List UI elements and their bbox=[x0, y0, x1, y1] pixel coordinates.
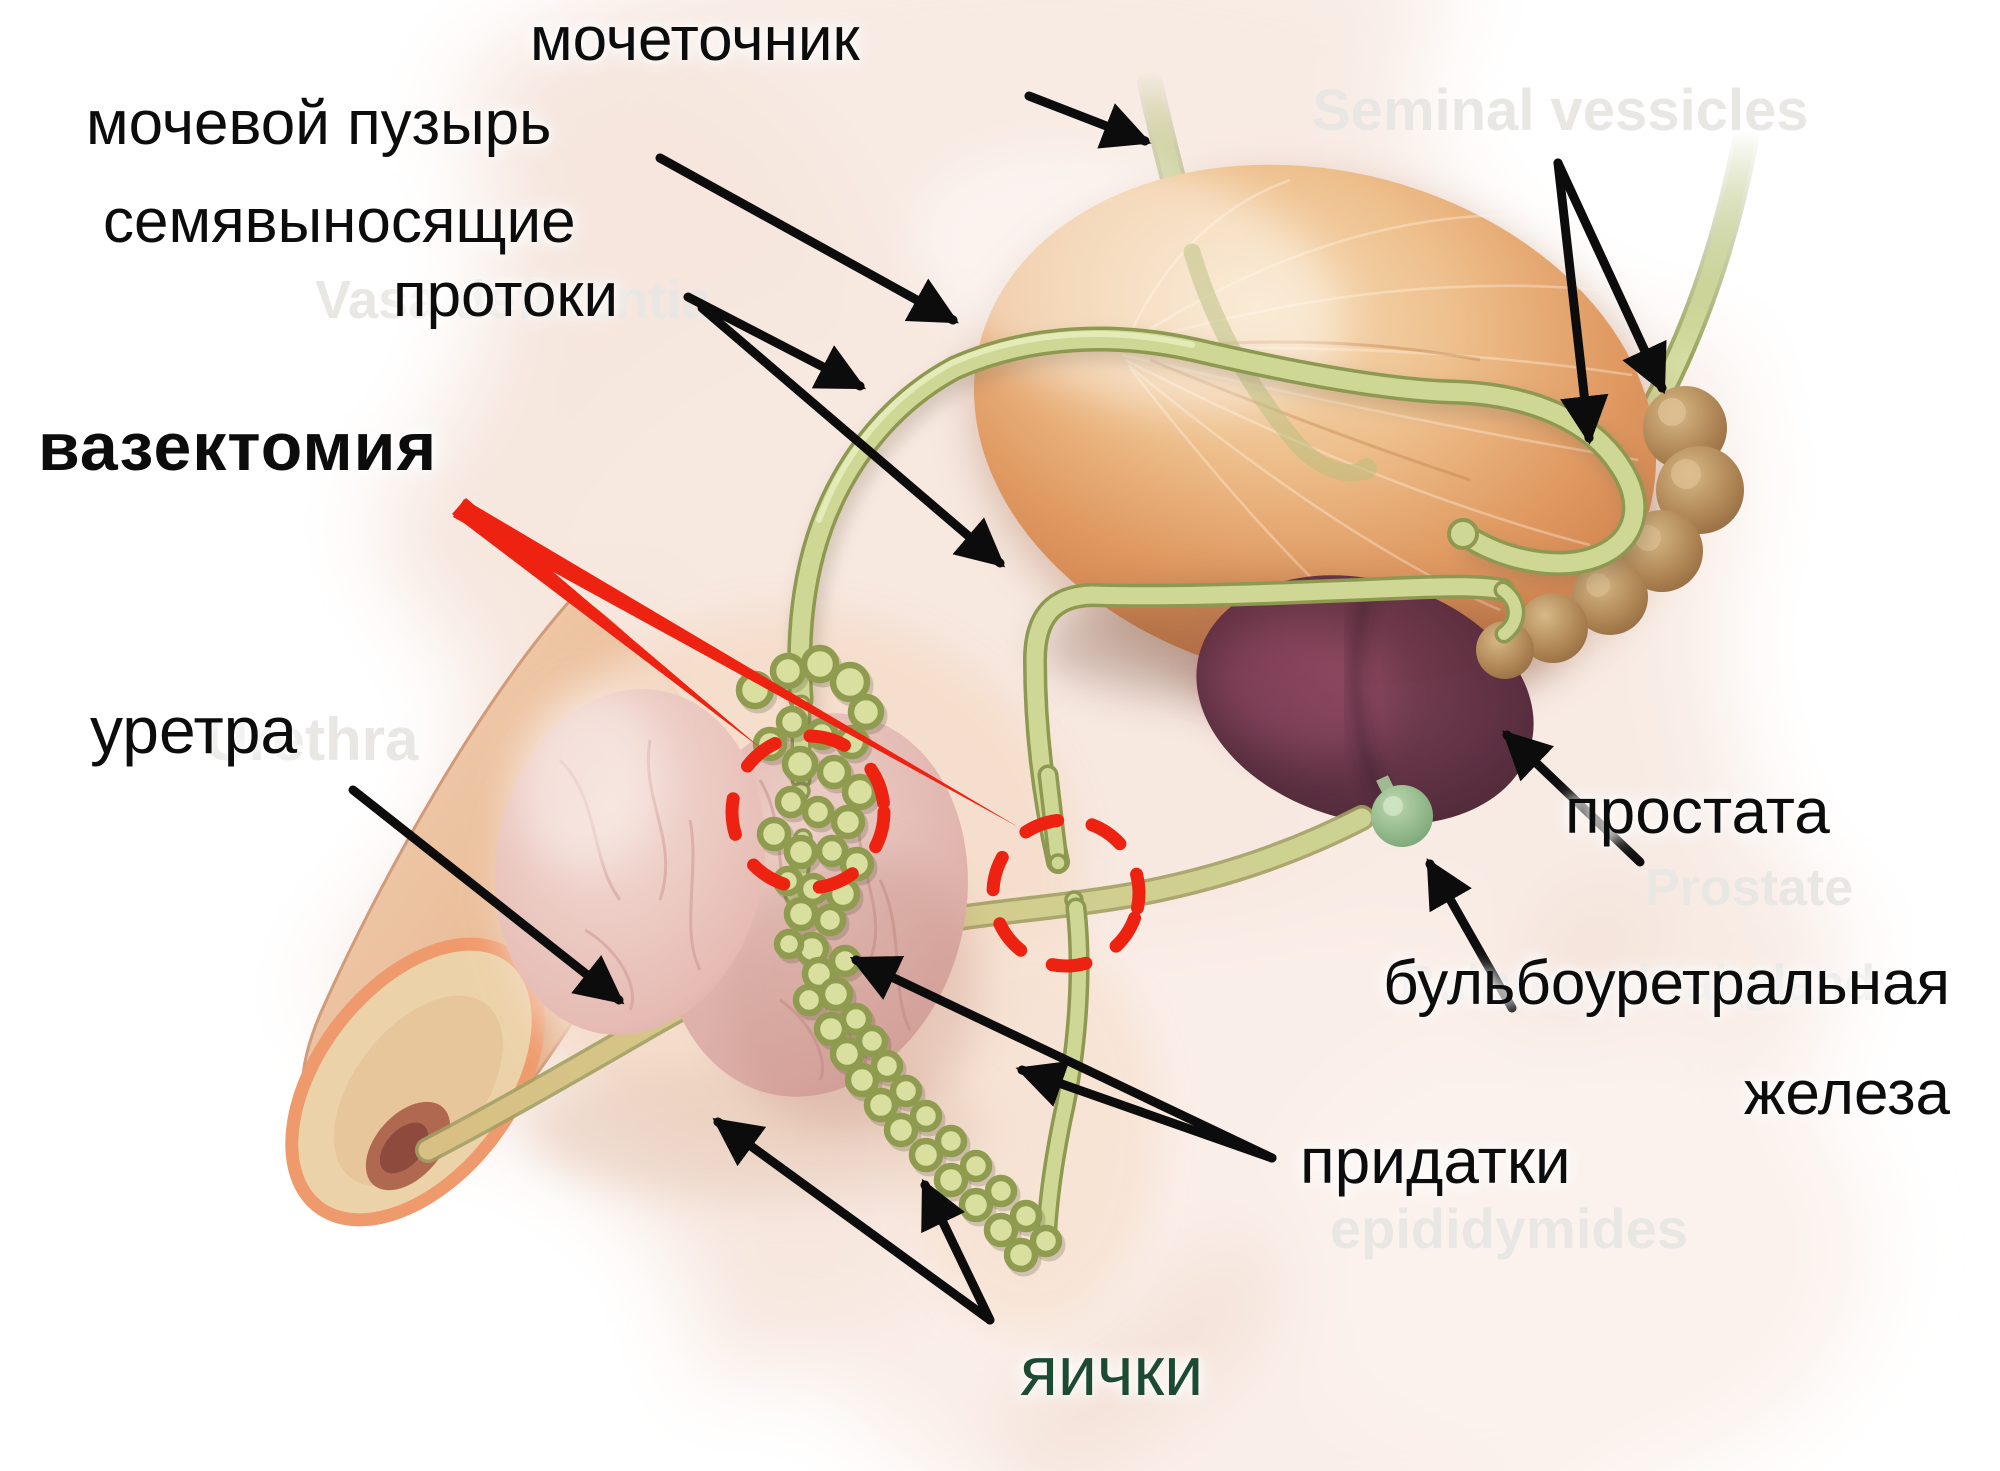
vasectomy-circle-right bbox=[986, 813, 1146, 973]
label-vas-line1: семявыносящие bbox=[103, 187, 576, 256]
label-ureter: мочеточник bbox=[530, 5, 860, 74]
seminal-vesicle-right bbox=[1476, 386, 1744, 679]
vasectomy-pointer-left bbox=[452, 498, 763, 750]
ghost-seminal-vesicles: Seminal vessicles bbox=[1312, 78, 1809, 143]
arrow-ureter bbox=[1024, 91, 1152, 149]
arrow-testicle-2 bbox=[920, 1178, 995, 1325]
arrow-bladder bbox=[655, 153, 959, 325]
arrow-testicle-1 bbox=[712, 1117, 995, 1325]
label-bulbourethral-line2: железа bbox=[1743, 1059, 1950, 1128]
arrow-bulbourethral bbox=[1425, 858, 1517, 1013]
arrow-seminal-2 bbox=[1553, 158, 1667, 395]
ghost-bulbourethral: Bulbourethral gland bbox=[1400, 955, 1875, 1011]
ghost-labels: Seminal vessicles Vasa deferentia Urethr… bbox=[205, 78, 1875, 1260]
arrow-vas-1 bbox=[683, 292, 867, 391]
label-urethra: уретра bbox=[90, 693, 298, 767]
arrow-prostate bbox=[1502, 730, 1645, 867]
arrow-seminal-1 bbox=[1553, 158, 1609, 445]
label-vasectomy: вазектомия bbox=[38, 409, 438, 485]
vasectomy-pointer-right bbox=[453, 499, 1020, 828]
ghost-epididymides: epididymides bbox=[1330, 1197, 1688, 1260]
label-testicles: яички bbox=[1020, 1332, 1204, 1410]
arrow-urethra bbox=[348, 785, 625, 1005]
label-bulbourethral-line1: бульбоуретральная bbox=[1383, 949, 1950, 1018]
vasectomy-marks bbox=[452, 498, 1146, 973]
label-epididymis: придатки bbox=[1300, 1125, 1571, 1197]
vasectomy-circle-left bbox=[725, 729, 891, 895]
bulbourethral-gland bbox=[1371, 775, 1433, 847]
testicle-left bbox=[494, 689, 766, 1035]
arrow-vas-2 bbox=[697, 303, 1006, 568]
ureter-left-intravesical bbox=[1183, 243, 1377, 482]
arrow-epididymis-2 bbox=[1015, 1060, 1277, 1163]
arrow-epididymis-1 bbox=[849, 955, 1277, 1163]
label-bladder: мочевой пузырь bbox=[86, 89, 552, 158]
annotation-arrows bbox=[348, 91, 1667, 1325]
ghost-urethra: Urethra bbox=[205, 706, 419, 773]
label-vas-line2: протоки bbox=[393, 261, 619, 330]
vas-deferens-left bbox=[787, 326, 1654, 723]
prostate-illustration bbox=[1196, 575, 1534, 825]
ghost-prostate: Prostate bbox=[1645, 859, 1853, 917]
vas-deferens-right bbox=[1022, 574, 1526, 874]
label-prostate: простата bbox=[1565, 775, 1830, 847]
ghost-vasa-deferentia: Vasa deferentia bbox=[315, 270, 712, 330]
